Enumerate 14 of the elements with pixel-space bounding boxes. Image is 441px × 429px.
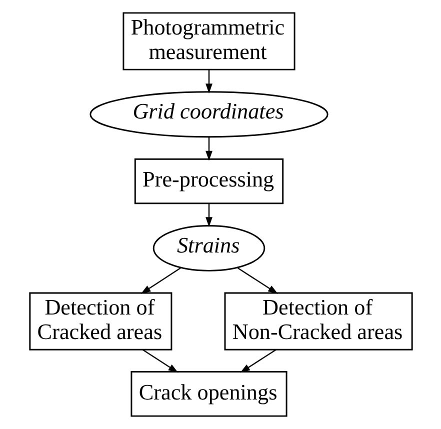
arrow [205,137,212,161]
arrow [205,70,212,94]
node-ellipse: Strains [152,224,265,272]
node-ellipse: Grid coordinates [89,91,328,138]
arrow [142,349,178,373]
arrow [240,349,276,373]
arrow [205,204,212,227]
arrow [140,267,180,294]
node-box: Pre-processing [134,158,284,204]
arrow [236,267,278,294]
node-box: Detection of Non-Cracked areas [224,292,412,350]
node-box: Crack openings [130,371,287,417]
node-box: Photogrammetric measurement [122,12,295,70]
node-box: Detection of Cracked areas [28,292,172,350]
